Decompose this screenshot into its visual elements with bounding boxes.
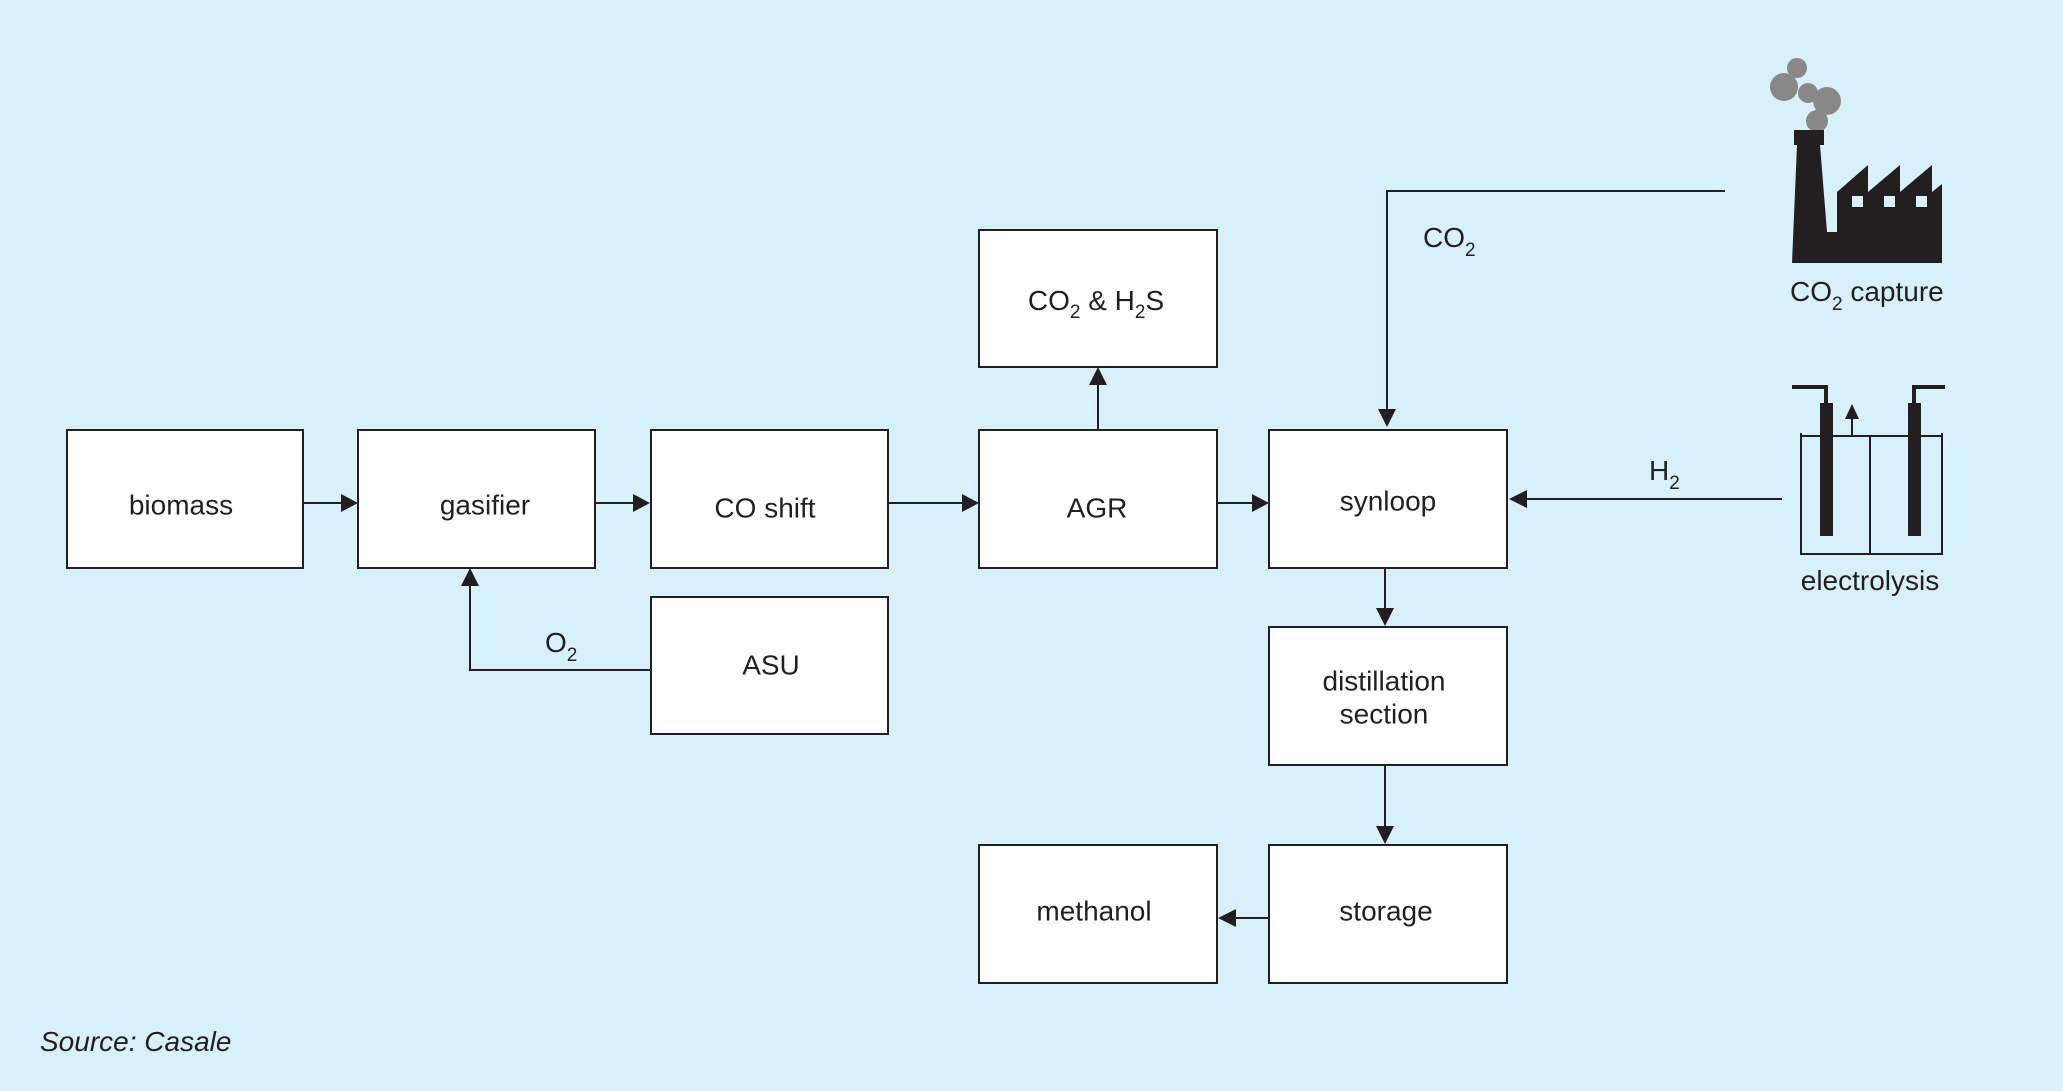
synloop-box: synloop bbox=[1268, 429, 1508, 569]
methanol-label: methanol bbox=[1036, 895, 1151, 926]
factory-icon bbox=[1770, 58, 1942, 263]
storage-box: storage bbox=[1268, 844, 1508, 984]
distillation-label-line1: distillation bbox=[1323, 665, 1446, 696]
co2-capture-sub: 2 bbox=[1832, 294, 1843, 315]
electrolysis-label: electrolysis bbox=[1801, 565, 1939, 596]
flow-co2-capture-to-synloop bbox=[1386, 190, 1725, 410]
co2-h2s-part-c: S bbox=[1145, 285, 1164, 316]
h2-flow-label: H2 bbox=[1649, 455, 1680, 494]
arrowhead-h2-in bbox=[1509, 490, 1527, 508]
smoke-icon bbox=[1770, 58, 1841, 132]
co2-flow-label-main: CO bbox=[1423, 222, 1465, 253]
co-shift-label: CO shift bbox=[714, 492, 815, 523]
methanol-box: methanol bbox=[978, 844, 1218, 984]
arrowhead-storage-in bbox=[1376, 826, 1394, 844]
agr-box: AGR bbox=[978, 429, 1218, 569]
source-caption: Source: Casale bbox=[40, 1026, 232, 1057]
arrowhead-agr-in bbox=[962, 494, 979, 512]
gasifier-label: gasifier bbox=[440, 489, 530, 520]
gasifier-box: gasifier bbox=[357, 429, 596, 569]
arrowhead-methanol-in bbox=[1218, 909, 1236, 927]
agr-label: AGR bbox=[1067, 492, 1128, 523]
o2-label-main: O bbox=[545, 627, 567, 658]
storage-label: storage bbox=[1339, 895, 1432, 926]
co2-flow-label-sub: 2 bbox=[1465, 240, 1476, 261]
biomass-label: biomass bbox=[129, 489, 233, 520]
distillation-label-line2: section bbox=[1340, 698, 1429, 729]
o2-label: O2 bbox=[545, 627, 577, 666]
co2-h2s-sub-a: 2 bbox=[1070, 302, 1081, 323]
synloop-label: synloop bbox=[1340, 485, 1437, 516]
co2-h2s-label: CO2 & H2S bbox=[1028, 285, 1164, 323]
arrowhead-co2h2s-in bbox=[1089, 367, 1107, 385]
co-shift-box: CO shift bbox=[650, 429, 889, 569]
co2-capture-label: CO2 capture bbox=[1790, 276, 1944, 315]
arrowhead-co2-in bbox=[1378, 409, 1396, 427]
co2-h2s-sub-b: 2 bbox=[1135, 302, 1146, 323]
co2-capture-main: CO bbox=[1790, 276, 1832, 307]
co2-capture-rest: capture bbox=[1843, 276, 1944, 307]
co2-h2s-part-a: CO bbox=[1028, 285, 1070, 316]
flow-asu-to-gasifier bbox=[469, 585, 651, 671]
o2-label-sub: 2 bbox=[567, 645, 578, 666]
h2-flow-label-sub: 2 bbox=[1669, 473, 1680, 494]
co2-h2s-part-b: & H bbox=[1080, 285, 1134, 316]
asu-label: ASU bbox=[742, 649, 800, 680]
h2-flow-label-main: H bbox=[1649, 455, 1669, 486]
arrowhead-o2-in bbox=[461, 568, 479, 586]
electrolysis-icon bbox=[1792, 385, 1945, 555]
arrowhead-gasifier-in bbox=[341, 494, 358, 512]
asu-box: ASU bbox=[650, 596, 889, 735]
arrowhead-synloop-in bbox=[1252, 494, 1269, 512]
co2-flow-label: CO2 bbox=[1423, 222, 1476, 261]
biomass-box: biomass bbox=[66, 429, 304, 569]
arrowhead-coshift-in bbox=[633, 494, 650, 512]
co2-h2s-box: CO2 & H2S bbox=[978, 229, 1218, 368]
distillation-section-box: distillation section bbox=[1268, 626, 1508, 766]
arrowhead-distillation-in bbox=[1376, 608, 1394, 626]
